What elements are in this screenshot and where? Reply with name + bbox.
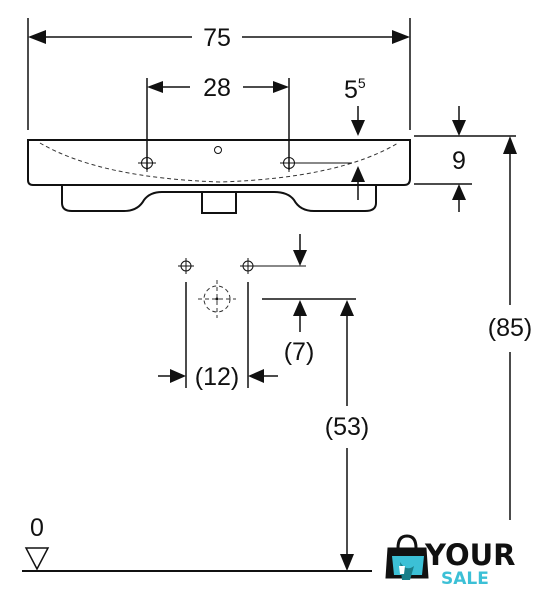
dimension-total-height: (85) — [488, 136, 532, 520]
dimension-drain-spacing: (12) — [158, 282, 278, 391]
rim-offset-label: 55 — [344, 75, 366, 104]
dimension-drain-height: (53) — [325, 300, 369, 571]
supply-markers — [178, 258, 306, 318]
floor-level-label: 0 — [30, 514, 44, 542]
dimension-drain-offset: (7) — [262, 298, 356, 366]
dimension-overall-width: 75 — [27, 18, 411, 130]
shopping-bag-icon — [385, 534, 429, 580]
tap-spacing-label: 28 — [203, 74, 231, 102]
supply-level-arrow — [293, 234, 307, 266]
watermark-word-bottom: SALE — [441, 569, 489, 589]
watermark-logo: YOUR SALE — [385, 534, 516, 589]
floor-reference: 0 — [22, 514, 372, 572]
tap-hole-right — [280, 154, 352, 172]
drain-offset-label: (7) — [284, 338, 315, 366]
watermark-word-top: YOUR — [424, 538, 516, 572]
basin-outline — [27, 139, 411, 214]
drain-spacing-label: (12) — [195, 363, 239, 391]
total-height-label: (85) — [488, 314, 532, 342]
dimension-tap-spacing: 28 — [146, 74, 290, 170]
dimension-rim-offset: 55 — [344, 75, 366, 200]
drain-height-label: (53) — [325, 413, 369, 441]
dimension-rim-height: 9 — [414, 106, 516, 212]
rim-height-label: 9 — [452, 147, 466, 175]
tap-hole-left — [138, 154, 156, 172]
overall-width-label: 75 — [203, 24, 231, 52]
